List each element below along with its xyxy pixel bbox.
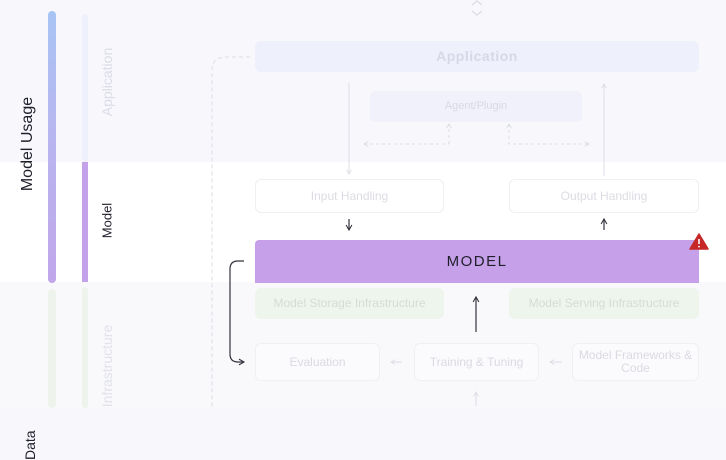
agent-left-dashed-arrow [364, 124, 449, 144]
model-serving-box[interactable]: Model Serving Infrastructure [509, 288, 699, 319]
model-usage-bar [48, 11, 56, 283]
agent-plugin-box[interactable]: Agent/Plugin [370, 91, 582, 122]
data-bar [48, 289, 56, 408]
infrastructure-layer-bar [82, 287, 88, 408]
dashed-loop-line [211, 56, 250, 408]
application-box[interactable]: Application [255, 41, 699, 72]
model-frameworks-box[interactable]: Model Frameworks & Code [572, 343, 699, 381]
input-handling-box[interactable]: Input Handling [255, 179, 444, 213]
model-storage-box[interactable]: Model Storage Infrastructure [255, 288, 444, 319]
evaluation-loop-arrow [229, 260, 246, 366]
application-layer-bar [82, 14, 88, 162]
model-box[interactable]: MODEL [255, 240, 699, 283]
evaluation-box[interactable]: Evaluation [255, 343, 380, 381]
top-chevron-up-icon [471, 0, 483, 16]
output-handling-box[interactable]: Output Handling [509, 179, 699, 213]
warning-triangle-icon [689, 233, 709, 250]
model-layer-bar [82, 162, 88, 282]
agent-right-dashed-arrow [506, 123, 590, 147]
connector-arrows [211, 0, 709, 408]
training-tuning-box[interactable]: Training & Tuning [414, 343, 539, 381]
